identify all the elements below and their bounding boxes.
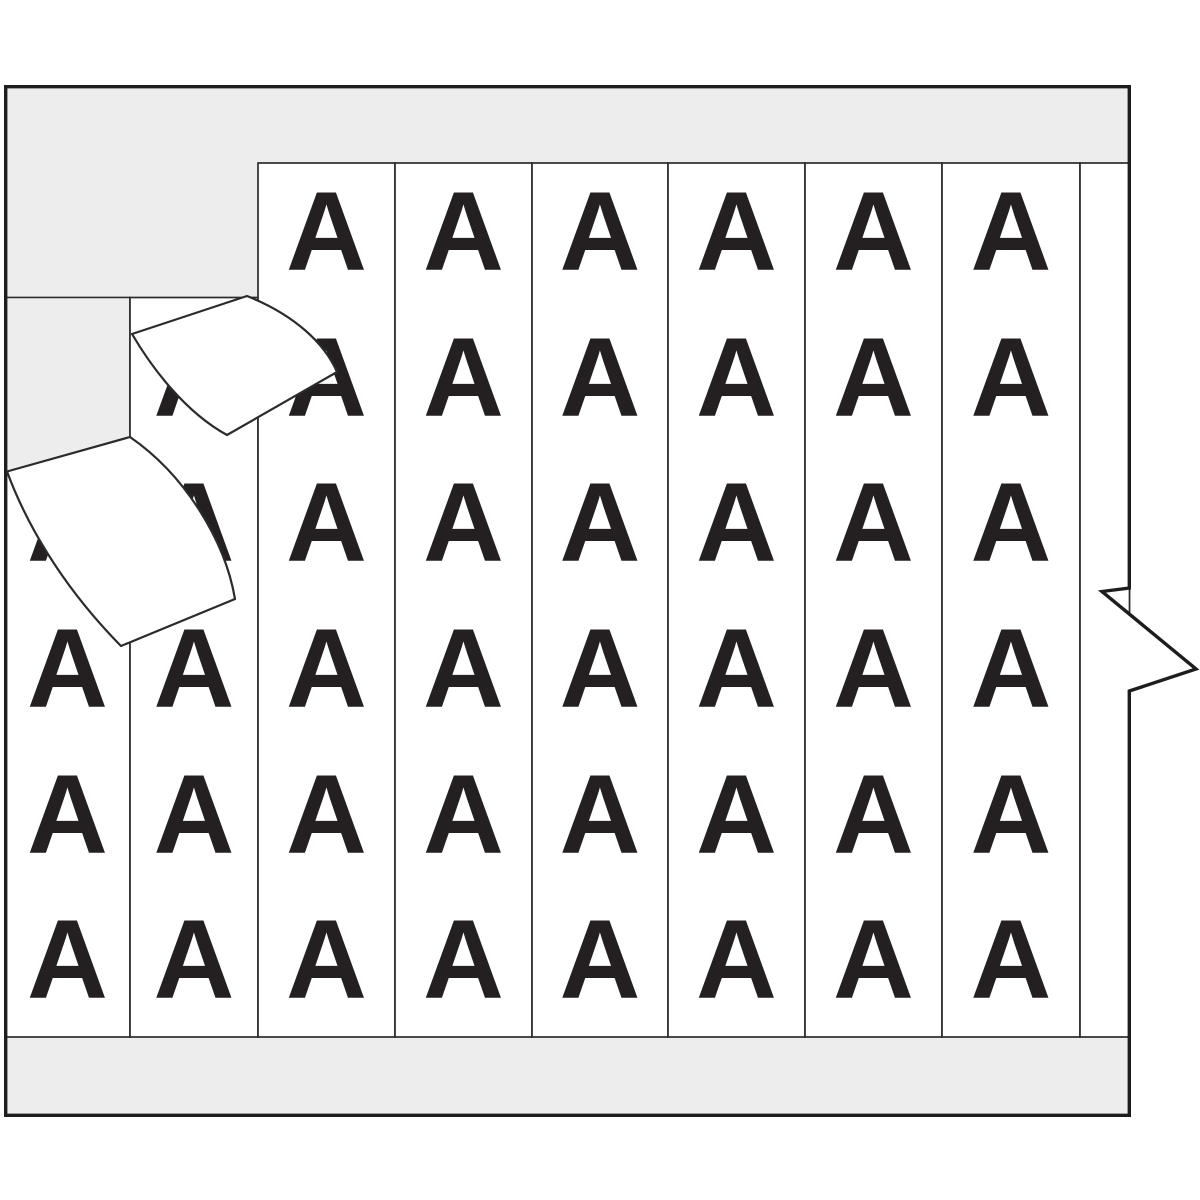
marker-letter: A: [560, 315, 641, 440]
marker-letter: A: [833, 752, 914, 877]
marker-letter: A: [971, 606, 1052, 731]
marker-letter: A: [286, 897, 367, 1022]
marker-letter: A: [27, 752, 108, 877]
label-strip: [394, 162, 533, 1038]
marker-letter: A: [423, 315, 504, 440]
marker-letter: A: [27, 606, 108, 731]
marker-letter: A: [423, 606, 504, 731]
marker-letter: A: [423, 169, 504, 294]
marker-letter: A: [423, 897, 504, 1022]
marker-letter: A: [696, 606, 777, 731]
marker-letter: A: [560, 606, 641, 731]
marker-letter: A: [971, 752, 1052, 877]
liner-patch-column1: [4, 298, 129, 473]
marker-letter: A: [696, 315, 777, 440]
pull-tab-fill: [1100, 586, 1197, 693]
marker-letter: A: [833, 606, 914, 731]
label-strip: [531, 162, 669, 1038]
marker-letter: A: [286, 752, 367, 877]
marker-letter: A: [154, 897, 235, 1022]
marker-letter: A: [423, 752, 504, 877]
marker-letter: A: [971, 315, 1052, 440]
marker-letter: A: [286, 460, 367, 585]
label-strip: [667, 162, 806, 1038]
label-strip: [257, 162, 396, 1038]
marker-letter: A: [833, 897, 914, 1022]
marker-letter: A: [560, 752, 641, 877]
marker-letters: A A A A A A A A A A A A A A A A A A A A …: [27, 169, 1051, 1022]
marker-letter: A: [696, 897, 777, 1022]
exposed-liner-patch: [4, 298, 129, 473]
label-strip: [941, 162, 1081, 1038]
marker-letter: A: [833, 315, 914, 440]
marker-letter: A: [696, 169, 777, 294]
marker-letter: A: [971, 897, 1052, 1022]
label-strip: [804, 162, 943, 1038]
peeled-label-bottom: [5, 435, 237, 648]
marker-letter: A: [154, 752, 235, 877]
marker-letter: A: [696, 460, 777, 585]
marker-letter: A: [286, 606, 367, 731]
marker-letter: A: [696, 752, 777, 877]
marker-letter: A: [27, 897, 108, 1022]
peeled-label-top: [130, 294, 339, 437]
marker-letter: A: [560, 897, 641, 1022]
marker-letter: A: [560, 460, 641, 585]
marker-letter: A: [971, 169, 1052, 294]
marker-letter: A: [560, 169, 641, 294]
marker-letter: A: [423, 460, 504, 585]
marker-letter: A: [286, 169, 367, 294]
marker-letter: A: [833, 169, 914, 294]
marker-letter: A: [833, 460, 914, 585]
card-border: [4, 85, 1200, 1117]
marker-letter: A: [971, 460, 1052, 585]
